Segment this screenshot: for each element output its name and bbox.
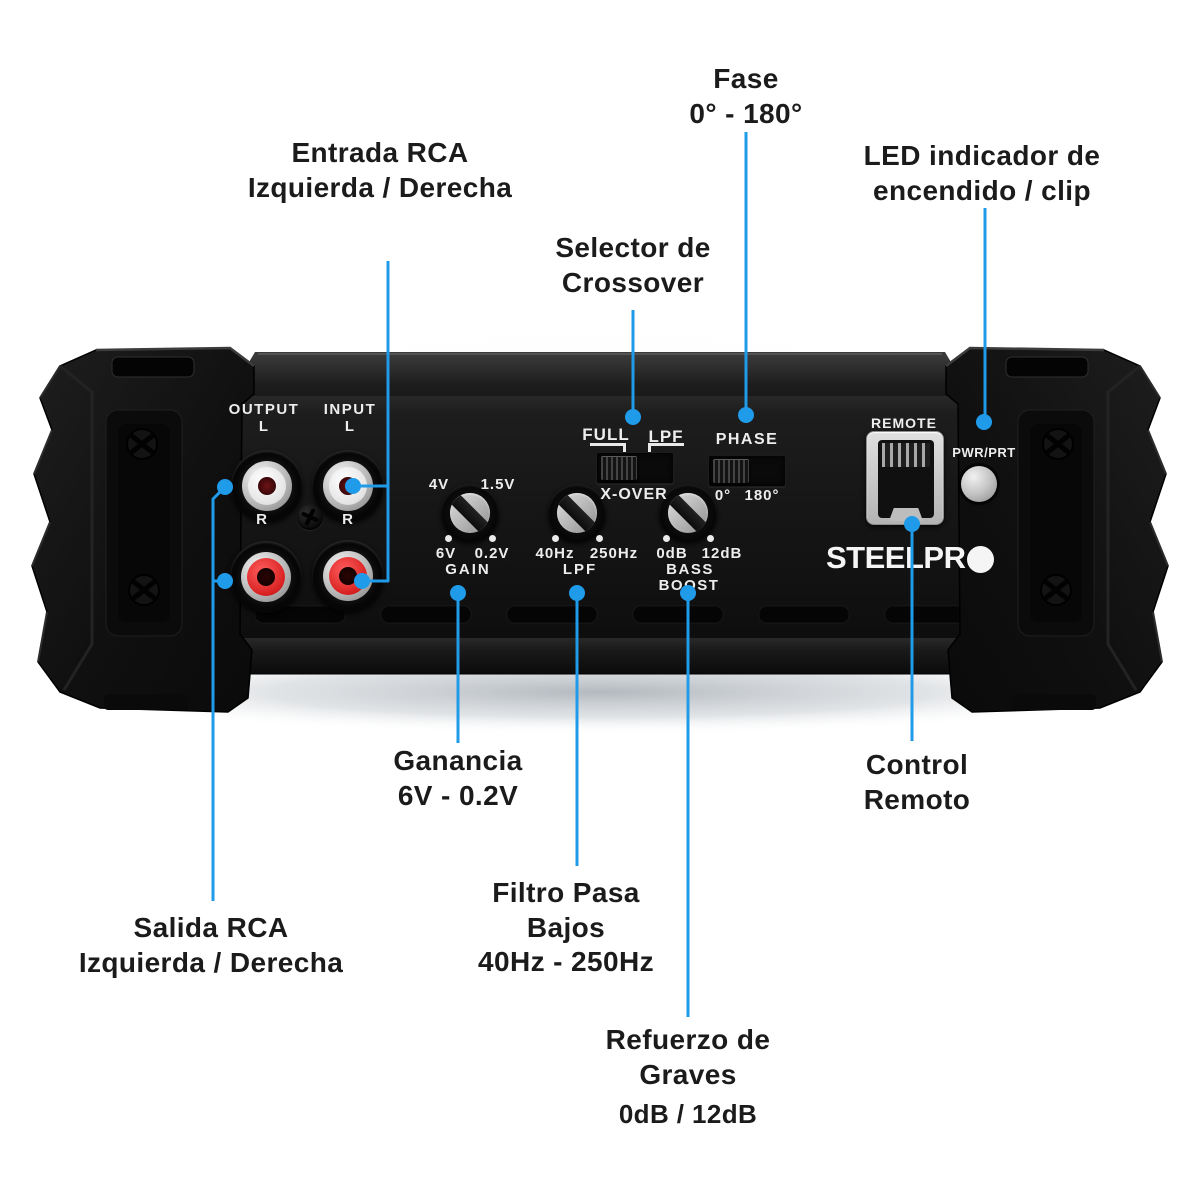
brand-text: STEELPR [826, 540, 966, 575]
callout-filtro-line3: 40Hz - 250Hz [478, 946, 654, 978]
rj11-latch-notch [889, 508, 923, 521]
phase-switch[interactable] [708, 455, 786, 487]
line-salida [211, 485, 227, 901]
rca-hole [258, 477, 276, 495]
callout-led-indicador: LED indicador de encendido / clip [864, 139, 1101, 208]
input-r-label: R [342, 511, 354, 528]
line-entrada [366, 261, 390, 583]
xover-lpf-label: LPF [648, 427, 684, 446]
vent-slots [254, 605, 1102, 624]
xover-full-label: FULL [582, 425, 630, 444]
remote-label: REMOTE [871, 415, 937, 431]
xover-switch[interactable] [596, 452, 674, 484]
lpf-knob[interactable] [548, 484, 606, 542]
output-l-label: L [258, 418, 270, 435]
bass-12db-label: 12dB [701, 545, 743, 562]
bass-0db-label: 0dB [656, 545, 688, 562]
callout-filtro-line1: Filtro Pasa [492, 877, 640, 908]
callout-refuerzo-line3: 0dB / 12dB [618, 1099, 758, 1130]
phase-title: PHASE [715, 431, 779, 448]
phase-0-label: 0° [714, 487, 732, 504]
callout-salida-line2: Izquierda / Derecha [78, 946, 344, 978]
boost-label: BOOST [658, 577, 720, 594]
right-end-cap [946, 348, 1168, 712]
lpf-label: LPF [562, 561, 598, 578]
gain-1-5v-label: 1.5V [480, 476, 516, 493]
left-end-cap [32, 348, 254, 712]
callout-ganancia-line1: Ganancia [393, 745, 523, 776]
xover-label: X-OVER [600, 486, 668, 503]
callout-selector-line2: Crossover [561, 266, 705, 298]
rca-hole [339, 477, 357, 495]
brand-logo: STEELPR [826, 540, 995, 576]
bass-min-dot [663, 535, 670, 542]
gain-0-2v-label: 0.2V [474, 545, 510, 562]
rca-hole [339, 567, 357, 585]
rca-input-right-jack[interactable] [312, 540, 384, 612]
callout-filtro-pasa-bajos: Filtro Pasa Bajos 40Hz - 250Hz [478, 876, 654, 980]
remote-rj11-port[interactable] [866, 431, 944, 525]
lpf-min-dot [552, 535, 559, 542]
xover-switch-slider[interactable] [601, 456, 637, 480]
callout-selector-line1: Selector de [555, 232, 711, 263]
callout-led-line2: encendido / clip [873, 174, 1091, 206]
gain-4v-label: 4V [428, 476, 450, 493]
panel-screw [297, 504, 323, 530]
lpf-250hz-label: 250Hz [589, 545, 639, 562]
pwr-prt-label: PWR/PRT [952, 445, 1016, 460]
top-ridge [235, 352, 965, 386]
callout-ganancia-line2: 6V - 0.2V [397, 779, 519, 811]
gain-max-dot [489, 535, 496, 542]
callout-ganancia: Ganancia 6V - 0.2V [393, 744, 522, 813]
knob-slot [668, 493, 708, 533]
knob-slot [557, 493, 597, 533]
callout-entrada-line1: Entrada RCA [291, 137, 469, 168]
callout-control-line1: Control [865, 749, 969, 780]
callout-entrada-rca: Entrada RCA Izquierda / Derecha [248, 136, 512, 205]
lpf-40hz-label: 40Hz [535, 545, 575, 562]
callout-selector-crossover: Selector de Crossover [555, 231, 710, 300]
gain-min-dot [445, 535, 452, 542]
callout-refuerzo-graves: Refuerzo de Graves 0dB / 12dB [606, 1023, 771, 1131]
callout-control-line2: Remoto [863, 783, 971, 815]
bass-boost-knob[interactable] [659, 484, 717, 542]
brand-o-disc [967, 546, 995, 573]
base-bar [59, 631, 1141, 675]
bass-label: BASS [666, 561, 714, 578]
callout-led-line1: LED indicador de [863, 140, 1101, 171]
gain-6v-label: 6V [435, 545, 457, 562]
phase-switch-slider[interactable] [713, 459, 749, 483]
lpf-max-dot [596, 535, 603, 542]
output-r-label: R [256, 511, 268, 528]
bass-max-dot [707, 535, 714, 542]
rj11-cavity [878, 440, 934, 518]
phase-180-label: 180° [744, 487, 780, 504]
input-title: INPUT [323, 401, 377, 418]
input-l-label: L [344, 418, 356, 435]
callout-refuerzo-line2: Graves [639, 1058, 737, 1090]
callout-entrada-line2: Izquierda / Derecha [247, 171, 513, 203]
callout-fase: Fase 0° - 180° [689, 62, 802, 131]
callout-refuerzo-line1: Refuerzo de [605, 1024, 771, 1055]
rca-output-right-jack[interactable] [230, 541, 302, 613]
gain-label: GAIN [445, 561, 491, 578]
power-clip-led [961, 466, 997, 502]
callout-fase-line2: 0° - 180° [689, 97, 803, 129]
rj11-pins [882, 443, 930, 467]
output-title: OUTPUT [228, 401, 300, 418]
callout-fase-line1: Fase [713, 63, 779, 94]
knob-slot [450, 493, 490, 533]
ground-shadow [45, 650, 1155, 734]
callout-control-remoto: Control Remoto [864, 748, 971, 817]
callout-salida-line1: Salida RCA [133, 912, 289, 943]
rca-hole [257, 568, 275, 586]
callout-filtro-line2: Bajos [526, 911, 606, 943]
callout-salida-rca: Salida RCA Izquierda / Derecha [79, 911, 343, 980]
